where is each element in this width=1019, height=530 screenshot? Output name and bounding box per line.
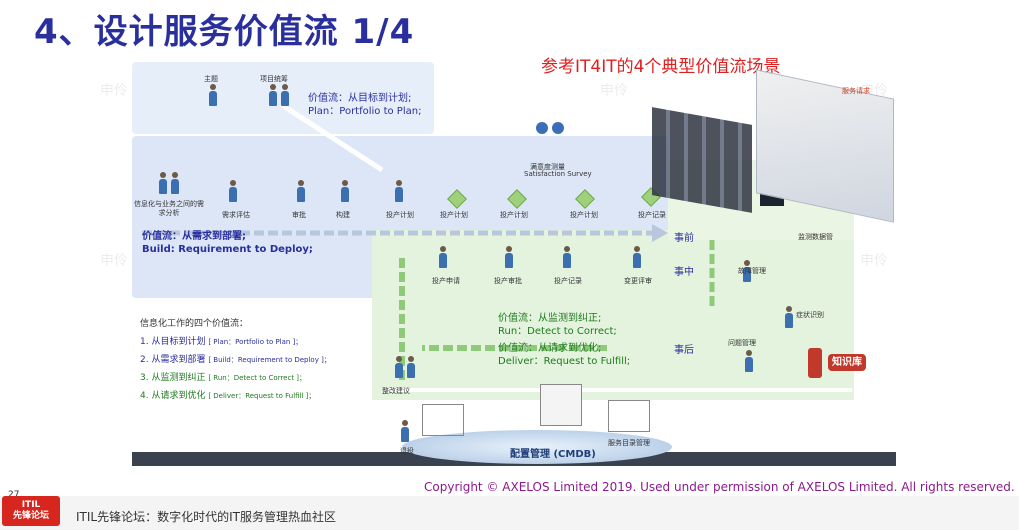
label-approve: 审批 <box>292 211 306 219</box>
legend-item-en: [ Run：Detect to Correct ]； <box>208 374 307 382</box>
legend-heading: 信息化工作的四个价值流： <box>140 319 249 329</box>
deliver-stream-en: Deliver：Request to Fulfill; <box>498 356 631 367</box>
label-change-review: 变更评审 <box>624 277 652 285</box>
person-icon <box>268 84 278 106</box>
person-icon <box>504 246 514 268</box>
legend-item-run: 3. 从监测到纠正 [ Run：Detect to Correct ]； <box>140 370 306 383</box>
label-survey-cn: 满意度测量 <box>530 163 565 171</box>
person-icon <box>228 180 238 202</box>
label-survey-en: Satisfaction Survey <box>524 170 592 178</box>
label-sponsor: 主题 <box>204 75 218 83</box>
person-icon <box>280 84 290 106</box>
label-project-coord: 项目统筹 <box>260 75 288 83</box>
rack-frame-icon <box>608 400 650 432</box>
run-stream-en: Run：Detect to Correct; <box>498 326 617 337</box>
logo-line-1: ITIL <box>21 500 41 510</box>
person-icon <box>296 180 306 202</box>
person-icon <box>562 246 572 268</box>
page-number: 27 <box>8 490 20 500</box>
watermark: 申伶 <box>600 83 628 99</box>
person-icon <box>632 246 642 268</box>
legend-item-plan: 1. 从目标到计划 [ Plan：Portfolio to Plan ]； <box>140 334 302 347</box>
legend-item-en: [ Build：Requirement to Deploy ]； <box>208 356 331 364</box>
rack-frame-icon <box>540 384 582 426</box>
person-icon <box>406 356 416 378</box>
legend-item-deliver: 4. 从请求到优化 [ Deliver：Request to Fulfill ]… <box>140 388 315 401</box>
legend-item-en: [ Plan：Portfolio to Plan ]； <box>208 338 303 346</box>
person-icon <box>784 306 794 328</box>
legend-item-en: [ Deliver：Request to Fulfill ]； <box>208 392 316 400</box>
label-problem: 问题管理 <box>728 339 756 347</box>
rack-frame-icon <box>422 404 464 436</box>
label-rectify: 整改建议 <box>382 387 410 395</box>
watermark: 申伶 <box>100 253 128 269</box>
label-review: 投产审批 <box>494 277 522 285</box>
person-icon <box>340 180 350 202</box>
label-apply: 投产申请 <box>432 277 460 285</box>
phase-before: 事前 <box>674 233 694 244</box>
sad-face-icon <box>552 122 564 134</box>
phase-during: 事中 <box>674 267 694 278</box>
plan-stream-label: 价值流：从目标到计划; Plan：Portfolio to Plan; <box>308 92 421 118</box>
label-prod-record: 投产记录 <box>554 277 582 285</box>
person-icon <box>744 350 754 372</box>
page-subtitle: 参考IT4IT的4个典型价值流场景 <box>541 57 781 77</box>
deliver-stream-label: 价值流：从请求到优化; Deliver：Request to Fulfill; <box>498 342 630 368</box>
run-stream-label: 价值流：从监测到纠正; Run：Detect to Correct; <box>498 312 617 338</box>
build-stream-label: 价值流：从需求到部署; Build: Requirement to Deploy… <box>142 230 313 256</box>
smiley-icon <box>536 122 548 134</box>
label-build: 构建 <box>336 211 350 219</box>
person-icon <box>394 180 404 202</box>
build-stream-en: Build: Requirement to Deploy; <box>142 244 313 255</box>
label-plan-4: 投产计划 <box>570 211 598 219</box>
run-stream-cn: 价值流：从监测到纠正; <box>498 313 602 324</box>
label-retire: 退役 <box>400 447 414 455</box>
label-incident: 故障管理 <box>738 267 766 275</box>
run-band <box>372 230 854 400</box>
person-icon <box>394 356 404 378</box>
server-rack-icon <box>652 107 752 213</box>
person-icon <box>170 172 180 194</box>
legend-item-cn: 1. 从目标到计划 <box>140 337 206 347</box>
footer-text: ITIL先锋论坛：数字化时代的IT服务管理热血社区 <box>76 510 336 524</box>
plan-stream-cn: 价值流：从目标到计划; <box>308 93 412 104</box>
label-plan-2: 投产计划 <box>440 211 468 219</box>
flow-arrows <box>142 102 852 392</box>
knowledge-base: 知识库 <box>828 354 866 371</box>
label-record: 投产记录 <box>638 211 666 219</box>
watermark: 申伶 <box>100 83 128 99</box>
phase-after: 事后 <box>674 345 694 356</box>
build-stream-cn: 价值流：从需求到部署; <box>142 231 246 242</box>
person-icon <box>158 172 168 194</box>
label-plan-1: 投产计划 <box>386 211 414 219</box>
forum-logo: ITIL 先锋论坛 <box>2 496 60 526</box>
legend-item-cn: 2. 从需求到部署 <box>140 355 206 365</box>
label-monitor: 监测数据管 <box>798 233 833 241</box>
value-stream-diagram: 价值流：从目标到计划; Plan：Portfolio to Plan; 主题 项… <box>132 60 896 470</box>
copyright-notice: Copyright © AXELOS Limited 2019. Used un… <box>424 480 1015 494</box>
label-symptom: 症状识别 <box>796 311 824 319</box>
label-req-eval: 需求评估 <box>222 211 250 219</box>
page-title: 4、设计服务价值流 1/4 <box>34 12 415 52</box>
label-catalog: 服务目录管理 <box>608 439 650 447</box>
person-icon <box>742 260 752 282</box>
legend-item-cn: 4. 从请求到优化 <box>140 391 206 401</box>
label-plan-3: 投产计划 <box>500 211 528 219</box>
person-icon <box>208 84 218 106</box>
logo-line-2: 先锋论坛 <box>12 511 49 521</box>
label-cmdb: 配置管理 (CMDB) <box>510 449 596 460</box>
watermark: 申伶 <box>860 253 888 269</box>
legend-item-build: 2. 从需求到部署 [ Build：Requirement to Deploy … <box>140 352 331 365</box>
deliver-stream-cn: 价值流：从请求到优化; <box>498 343 602 354</box>
label-biz-analysis: 信息化与业务之间的需求分析 <box>134 200 204 217</box>
person-icon <box>438 246 448 268</box>
footer-bar <box>0 496 1019 530</box>
label-service-req: 服务请求 <box>842 87 870 95</box>
database-icon <box>808 348 822 378</box>
plan-stream-en: Plan：Portfolio to Plan; <box>308 106 422 117</box>
legend-item-cn: 3. 从监测到纠正 <box>140 373 206 383</box>
person-icon <box>400 420 410 442</box>
